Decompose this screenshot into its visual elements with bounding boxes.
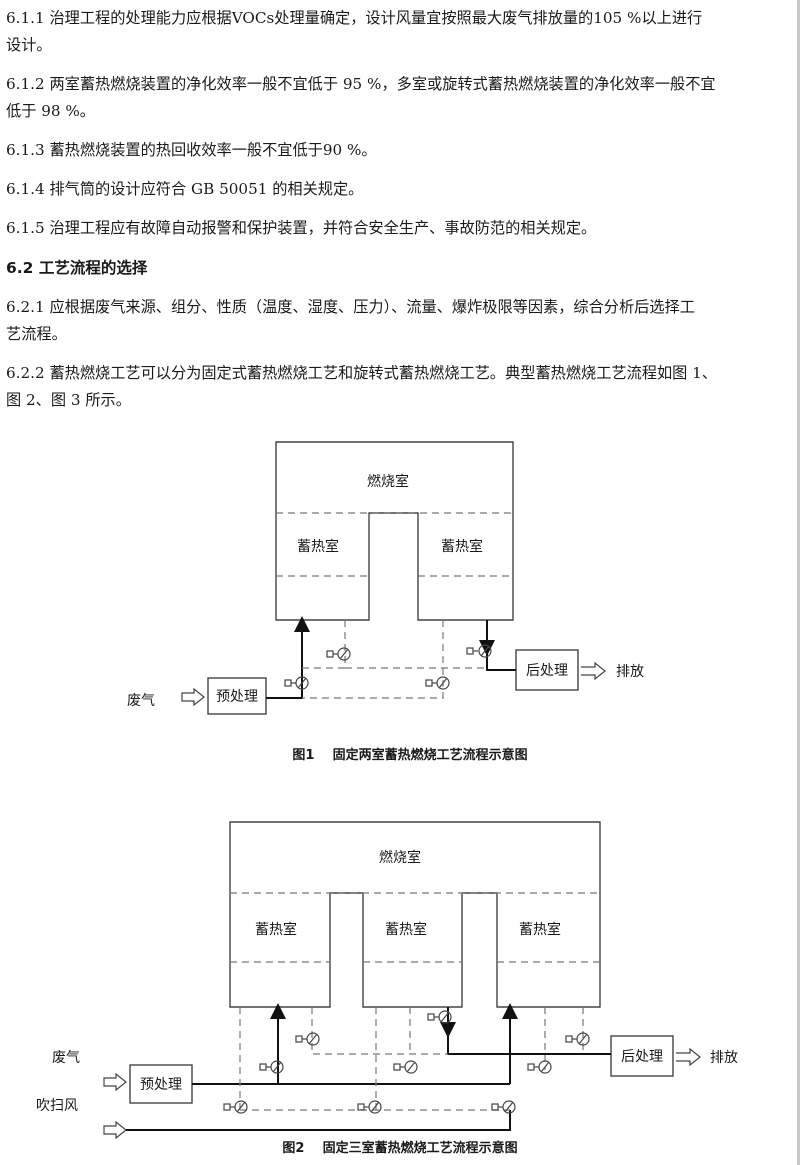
fig2-purge-arrow <box>103 1120 127 1140</box>
fig2-valve-4 <box>427 1010 452 1024</box>
figure-1-diagram: 燃烧室 蓄热室 蓄热室 预处理 后处理 废气 排放 图1 固定两室蓄热燃烧工艺流… <box>127 441 644 763</box>
fig1-outlet-label: 排放 <box>616 664 644 680</box>
fig1-inlet-arrow <box>181 687 205 707</box>
fig1-caption: 图1 固定两室蓄热燃烧工艺流程示意图 <box>292 747 527 763</box>
fig2-valve-7 <box>565 1032 590 1046</box>
section-heading-6-2: 6.2 工艺流程的选择 <box>6 259 148 277</box>
fig2-valve-6 <box>357 1100 382 1114</box>
fig1-valve-4 <box>466 644 492 658</box>
fig1-valve-1 <box>326 647 351 661</box>
fig2-valve-8 <box>527 1060 552 1074</box>
fig2-purge-line <box>126 1110 511 1131</box>
clause-6-1-4: 6.1.4 排气筒的设计应符合 GB 50051 的相关规定。 <box>6 180 364 198</box>
fig2-flow-to-posttreat <box>447 1036 611 1055</box>
fig2-regen-3-label: 蓄热室 <box>519 921 561 938</box>
fig2-valve-5 <box>393 1060 418 1074</box>
fig2-caption: 图2 固定三室蓄热燃烧工艺流程示意图 <box>282 1140 517 1156</box>
fig2-posttreat-box <box>610 1035 674 1077</box>
figure-2-diagram: 燃烧室 蓄热室 蓄热室 蓄热室 预处理 后处理 废气 吹扫风 排放 图2 固定三… <box>36 821 738 1156</box>
fig1-pretreat-box <box>207 677 267 715</box>
page-edge <box>797 0 800 1165</box>
fig2-posttreat-label: 后处理 <box>621 1049 663 1065</box>
clause-6-2-2-line2: 图 2、图 3 所示。 <box>6 391 131 409</box>
fig2-inlet-label: 废气 <box>52 1050 80 1066</box>
fig1-regen-right-label: 蓄热室 <box>441 538 483 555</box>
clause-6-1-1-line2: 设计。 <box>6 36 52 54</box>
clause-6-1-3: 6.1.3 蓄热燃烧装置的热回收效率一般不宜低于90 %。 <box>6 141 377 159</box>
clause-6-1-5: 6.1.5 治理工程应有故障自动报警和保护装置，并符合安全生产、事故防范的相关规… <box>6 219 597 237</box>
fig2-flow-up-1 <box>192 1003 286 1085</box>
fig1-pretreat-label: 预处理 <box>216 689 258 705</box>
fig2-pretreat-label: 预处理 <box>140 1077 182 1093</box>
clause-6-2-2-line1: 6.2.2 蓄热燃烧工艺可以分为固定式蓄热燃烧工艺和旋转式蓄热燃烧工艺。典型蓄热… <box>6 364 718 382</box>
clause-6-2-1-line2: 艺流程。 <box>6 325 67 343</box>
fig2-valve-9 <box>491 1100 516 1114</box>
fig1-reactor-outline <box>275 441 514 621</box>
clause-6-1-2-line2: 低于 98 %。 <box>6 102 95 120</box>
fig1-flow-up-left <box>266 616 310 699</box>
fig1-pipe-c <box>302 620 444 699</box>
clause-6-1-2-line1: 6.1.2 两室蓄热燃烧装置的净化效率一般不宜低于 95 %，多室或旋转式蓄热燃… <box>6 75 716 93</box>
fig1-regen-left-label: 蓄热室 <box>297 538 339 555</box>
fig2-regen-2-label: 蓄热室 <box>385 921 427 938</box>
fig2-outlet-arrow <box>676 1047 701 1067</box>
fig1-combustion-label: 燃烧室 <box>367 473 409 490</box>
fig1-valve-3 <box>425 676 450 690</box>
fig1-outlet-arrow <box>581 661 606 681</box>
fig1-pipe-a <box>302 620 346 669</box>
fig2-combustion-label: 燃烧室 <box>379 849 421 866</box>
fig1-flow-to-posttreat <box>486 654 516 671</box>
fig2-valve-1 <box>295 1032 320 1046</box>
fig2-outlet-label: 排放 <box>710 1050 738 1066</box>
clause-6-2-1-line1: 6.2.1 应根据废气来源、组分、性质（温度、湿度、压力）、流量、爆炸极限等因素… <box>6 298 695 316</box>
fig2-inlet-arrow <box>103 1072 127 1092</box>
clause-6-1-1-line1: 6.1.1 治理工程的处理能力应根据VOCs处理量确定，设计风量宜按照最大废气排… <box>6 9 703 27</box>
fig1-valve-2 <box>284 676 309 690</box>
fig2-reactor-outline <box>229 821 601 1008</box>
fig2-purge-label: 吹扫风 <box>36 1098 78 1114</box>
fig2-valve-3 <box>223 1100 248 1114</box>
fig2-pipe-2 <box>311 1007 448 1055</box>
fig1-inlet-label: 废气 <box>127 693 155 709</box>
fig1-posttreat-label: 后处理 <box>526 663 568 679</box>
fig2-regen-1-label: 蓄热室 <box>255 921 297 938</box>
fig2-valve-2 <box>259 1060 284 1074</box>
